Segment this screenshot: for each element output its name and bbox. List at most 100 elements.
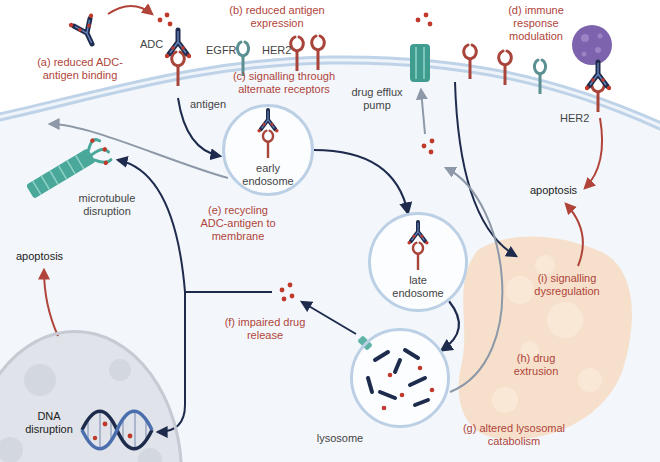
- mechanism-label: (i) signalling dysregulation: [525, 272, 609, 298]
- signalling-arrow: [455, 82, 516, 256]
- microtubule-part: [102, 146, 108, 152]
- tumour-texture-part: [547, 302, 583, 338]
- endosome-cargo: [257, 110, 428, 270]
- nucleus-fill: [0, 330, 183, 462]
- endosome-cargo-part: [407, 222, 428, 245]
- payload-dots-part: [282, 297, 287, 302]
- membrane-receptors-part: [172, 52, 185, 86]
- mechanism-label: (b) reduced antigen expression: [218, 4, 336, 30]
- mechanism-label: (c) signalling through alternate recepto…: [222, 70, 346, 96]
- lysosome-outline: [350, 328, 450, 428]
- payload-dots-part: [428, 22, 433, 27]
- lysosome-fragments-part: [405, 350, 418, 358]
- nucleus-fill-part: [109, 359, 131, 381]
- microtubule-part-part: [41, 176, 49, 190]
- payload-dots-part: [429, 150, 434, 155]
- tumour-texture-part: [578, 368, 602, 392]
- nucleus-label: DNA disruption: [18, 410, 80, 436]
- efflux-pump-part: [423, 47, 425, 79]
- tumour-texture-part: [506, 276, 534, 304]
- membrane-receptors-part: [464, 45, 477, 79]
- payload-dots-part: [168, 22, 173, 27]
- early-endosome-border: [224, 106, 313, 195]
- payload-loss-arrow: [108, 6, 152, 14]
- bound-adc: [165, 30, 191, 58]
- microtubule-part-part: [76, 155, 84, 169]
- payload-dots-part: [430, 139, 435, 144]
- membrane-receptors-part: [499, 51, 512, 85]
- endosome-fills-part: [222, 104, 314, 196]
- lysosome-fragments-part: [375, 352, 388, 360]
- lysosome-payload: [382, 366, 435, 411]
- payload-to-microtubule: [118, 160, 185, 292]
- payload-dots-part: [422, 144, 427, 149]
- pathway-arrow: [442, 301, 459, 350]
- drug-release-arrow: [302, 302, 356, 334]
- nucleus-fill-part: [138, 448, 162, 462]
- mechanism-label: (e) recycling ADC-antigen to membrane: [196, 204, 280, 243]
- efflux-pump-part: [415, 47, 417, 79]
- immune-cell-part: [598, 34, 603, 39]
- lysosome-fragments-part: [410, 378, 425, 385]
- endosome-fills: [222, 104, 468, 428]
- lysosome-payload-part: [388, 373, 393, 378]
- outcome-label: apoptosis: [16, 250, 63, 263]
- apoptosis-arrow: [585, 118, 602, 188]
- payload-dots-part: [416, 18, 421, 23]
- part-label: microtubule disruption: [72, 192, 142, 218]
- lysosome-fragments: [368, 350, 428, 405]
- mechanism-label: (h) drug extrusion: [505, 352, 567, 378]
- payload-dots: [158, 13, 435, 302]
- efflux-arrow: [421, 90, 425, 134]
- early-endosome-label: early endosome: [233, 162, 303, 188]
- payload-dots-part: [424, 13, 429, 18]
- immune-cell-part: [582, 52, 587, 57]
- microtubule-part-part: [33, 181, 41, 195]
- payload-dots-part: [290, 294, 295, 299]
- lysosome-border: [352, 330, 449, 427]
- nucleus-fill-part: [0, 330, 183, 462]
- lysosome-payload-part: [400, 393, 405, 398]
- endosome-cargo-part: [413, 243, 423, 270]
- apoptosis-arrow: [44, 270, 58, 336]
- membrane-receptors: [172, 36, 605, 112]
- microtubule-part: [26, 148, 96, 199]
- immune-cell-part: [581, 34, 589, 42]
- dna-helix-part: [82, 411, 152, 449]
- lysosome-fragments-part: [380, 392, 395, 398]
- immune-cell-part: [572, 25, 612, 65]
- apoptosis-arrow: [566, 204, 583, 266]
- nucleus-fill-part: [24, 364, 56, 396]
- lysosome: lysosome: [350, 328, 450, 428]
- receptor-label: HER2: [560, 112, 589, 125]
- receptor-label: HER2: [262, 44, 291, 57]
- dna-helix-part: [93, 436, 97, 440]
- endosome-cargo-part: [257, 110, 278, 133]
- mechanism-label: (f) impaired drug release: [222, 316, 308, 342]
- microtubule-part-part: [50, 171, 58, 185]
- nucleus-outline: [0, 330, 183, 462]
- payload-dots-part: [288, 283, 293, 288]
- payload-dots-part: [280, 288, 285, 293]
- receptor-label: EGFR: [206, 44, 237, 57]
- part-label: antigen: [190, 98, 226, 111]
- nucleus: DNA disruption: [0, 330, 183, 462]
- lysosome-payload-part: [382, 406, 387, 411]
- efflux-pump: [410, 44, 430, 82]
- lysosome-fragments-part: [368, 378, 372, 392]
- microtubule-part-part: [58, 166, 66, 180]
- mechanism-label: (a) reduced ADC-antigen binding: [36, 56, 124, 82]
- efflux-pump-part: [410, 44, 430, 82]
- dna-helix-part: [103, 422, 108, 427]
- payload-dots-part: [158, 18, 163, 23]
- lysosome-fragments-part: [415, 400, 428, 405]
- membrane-receptors-part: [312, 36, 325, 70]
- lysosome-payload-part: [430, 388, 435, 393]
- outcome-label: apoptosis: [530, 184, 577, 197]
- late-endosome: late endosome: [368, 212, 468, 312]
- payload-path: [185, 291, 272, 293]
- dna-helix: [82, 411, 152, 449]
- membrane-receptors-part: [291, 37, 304, 71]
- nucleus-fill-part: [0, 437, 23, 462]
- microtubule-part: [103, 160, 109, 166]
